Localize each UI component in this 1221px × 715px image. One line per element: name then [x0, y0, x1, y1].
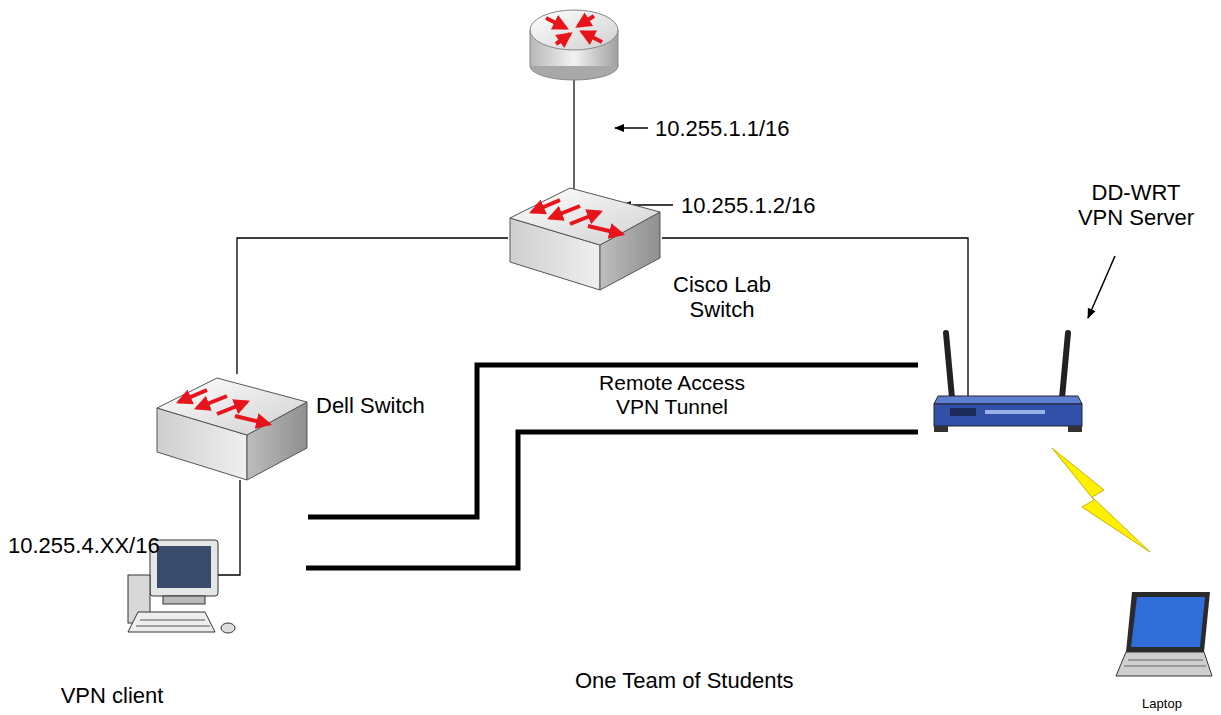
ip-address: 10.255.1.1/16	[655, 116, 790, 141]
tunnel-label: Remote Access VPN Tunnel	[582, 371, 762, 419]
tunnel-line	[308, 365, 918, 517]
cable	[218, 480, 240, 575]
device-label: Laptop	[1122, 697, 1202, 712]
device: Laptop	[1113, 588, 1215, 680]
ip-address: 10.255.4.XX/16	[8, 533, 160, 558]
device-label: Cisco Lab Switch	[667, 272, 777, 323]
ip-address: 10.255.1.2/16	[681, 193, 816, 218]
device: DD-WRT VPN Server	[918, 330, 1084, 434]
device-label: Dell Switch	[316, 393, 425, 418]
device: Dell Switch	[155, 374, 309, 484]
network-link	[218, 480, 240, 575]
vpn-tunnel	[306, 365, 918, 568]
caption-note: One Team of Students	[575, 668, 794, 693]
cable	[237, 238, 508, 374]
tunnel-line	[306, 432, 918, 568]
network-link	[237, 238, 508, 374]
device-label: DD-WRT VPN Server	[1076, 180, 1196, 231]
device: Cisco Lab Switch	[508, 184, 662, 292]
device-label: VPN client	[42, 683, 182, 708]
